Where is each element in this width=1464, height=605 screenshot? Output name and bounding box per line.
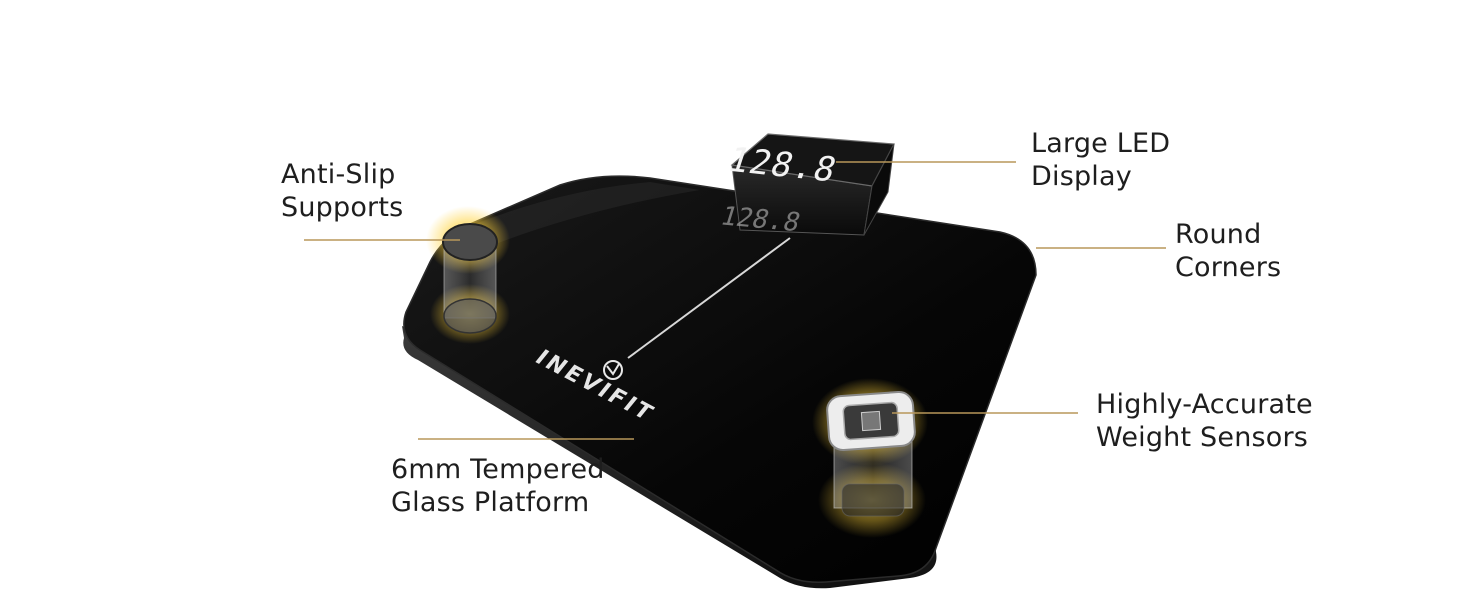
callout-glass-platform-line2: Glass Platform xyxy=(391,487,590,518)
platform-guide-line xyxy=(627,237,791,359)
callout-round-corners-line1: Round xyxy=(1175,219,1262,250)
callout-glass-platform: 6mm Tempered Glass Platform xyxy=(391,453,605,519)
callout-anti-slip: Anti-Slip Supports xyxy=(281,158,403,224)
callout-weight-sensors-line1: Highly-Accurate xyxy=(1096,389,1313,420)
callout-round-corners: Round Corners xyxy=(1175,218,1281,284)
callout-weight-sensors-line2: Weight Sensors xyxy=(1096,422,1309,453)
display-side-face xyxy=(863,143,895,236)
anti-slip-support xyxy=(426,206,510,344)
sensor-base xyxy=(841,483,905,517)
led-display-unit: 128.8 128.8 xyxy=(717,133,895,238)
sensor-chip xyxy=(860,410,882,432)
brand-logo-mark xyxy=(606,363,620,376)
callout-anti-slip-line1: Anti-Slip xyxy=(281,159,396,190)
anti-slip-pad-top xyxy=(442,223,498,261)
callout-anti-slip-line2: Supports xyxy=(281,192,404,223)
callout-round-corners-line2: Corners xyxy=(1175,252,1282,283)
callout-glass-platform-line1: 6mm Tempered xyxy=(391,454,605,485)
weight-sensor xyxy=(812,378,928,538)
callout-led-display: Large LED Display xyxy=(1031,127,1170,193)
callout-weight-sensors: Highly-Accurate Weight Sensors xyxy=(1096,388,1313,454)
callout-led-display-line1: Large LED xyxy=(1031,128,1171,159)
anti-slip-pad-bottom xyxy=(443,298,497,334)
led-digits-reflection: 128.8 xyxy=(717,202,804,238)
platform-highlight xyxy=(470,182,700,250)
callout-led-display-line2: Display xyxy=(1031,161,1132,192)
brand-logo-icon xyxy=(603,360,623,380)
